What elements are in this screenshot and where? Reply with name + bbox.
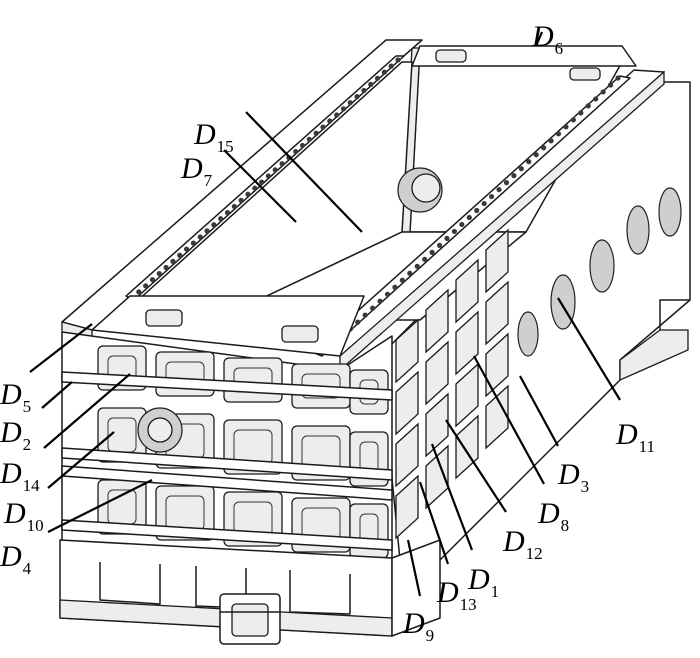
leader-lines	[29, 31, 621, 597]
front-grid-shelves	[61, 371, 393, 551]
side-hole-3	[589, 239, 615, 293]
label-d13: D13	[436, 576, 477, 614]
leader-d11	[557, 297, 621, 401]
label-d2: D2	[0, 416, 31, 454]
left-rail-hole-row	[129, 57, 401, 301]
label-d3: D3	[557, 458, 589, 496]
right-rail	[311, 69, 665, 372]
side-hole-2	[626, 205, 650, 255]
label-d15: D15	[193, 118, 234, 156]
leader-d3	[519, 375, 559, 447]
leader-d12	[445, 419, 507, 513]
leader-d15	[245, 111, 363, 233]
leader-d1	[430, 443, 474, 551]
base-plate	[59, 539, 441, 645]
label-d10: D10	[3, 497, 44, 535]
leader-d4	[47, 479, 153, 533]
label-d12: D12	[502, 525, 543, 563]
label-d11: D11	[615, 418, 655, 456]
leader-d6	[534, 31, 544, 47]
front-grid-face	[61, 331, 393, 581]
label-d6: D6	[531, 20, 563, 58]
leader-d10	[47, 431, 115, 489]
leader-d8	[473, 355, 545, 485]
base-clamp	[219, 593, 281, 645]
label-d8: D8	[537, 497, 569, 535]
label-d14: D14	[0, 457, 40, 495]
top-cross-members	[91, 45, 637, 357]
leader-d2	[41, 381, 73, 409]
side-hole-5	[517, 311, 539, 357]
leader-d5	[29, 323, 93, 373]
leader-d9	[406, 539, 422, 597]
label-d4: D4	[0, 540, 32, 578]
leader-d14	[43, 373, 131, 449]
side-grid-cells	[395, 228, 509, 540]
side-hole-1	[658, 187, 682, 237]
left-rail	[61, 39, 423, 341]
label-d5: D5	[0, 378, 31, 416]
leader-d13	[418, 481, 450, 565]
label-d7: D7	[180, 152, 213, 190]
leader-d7	[223, 149, 297, 223]
